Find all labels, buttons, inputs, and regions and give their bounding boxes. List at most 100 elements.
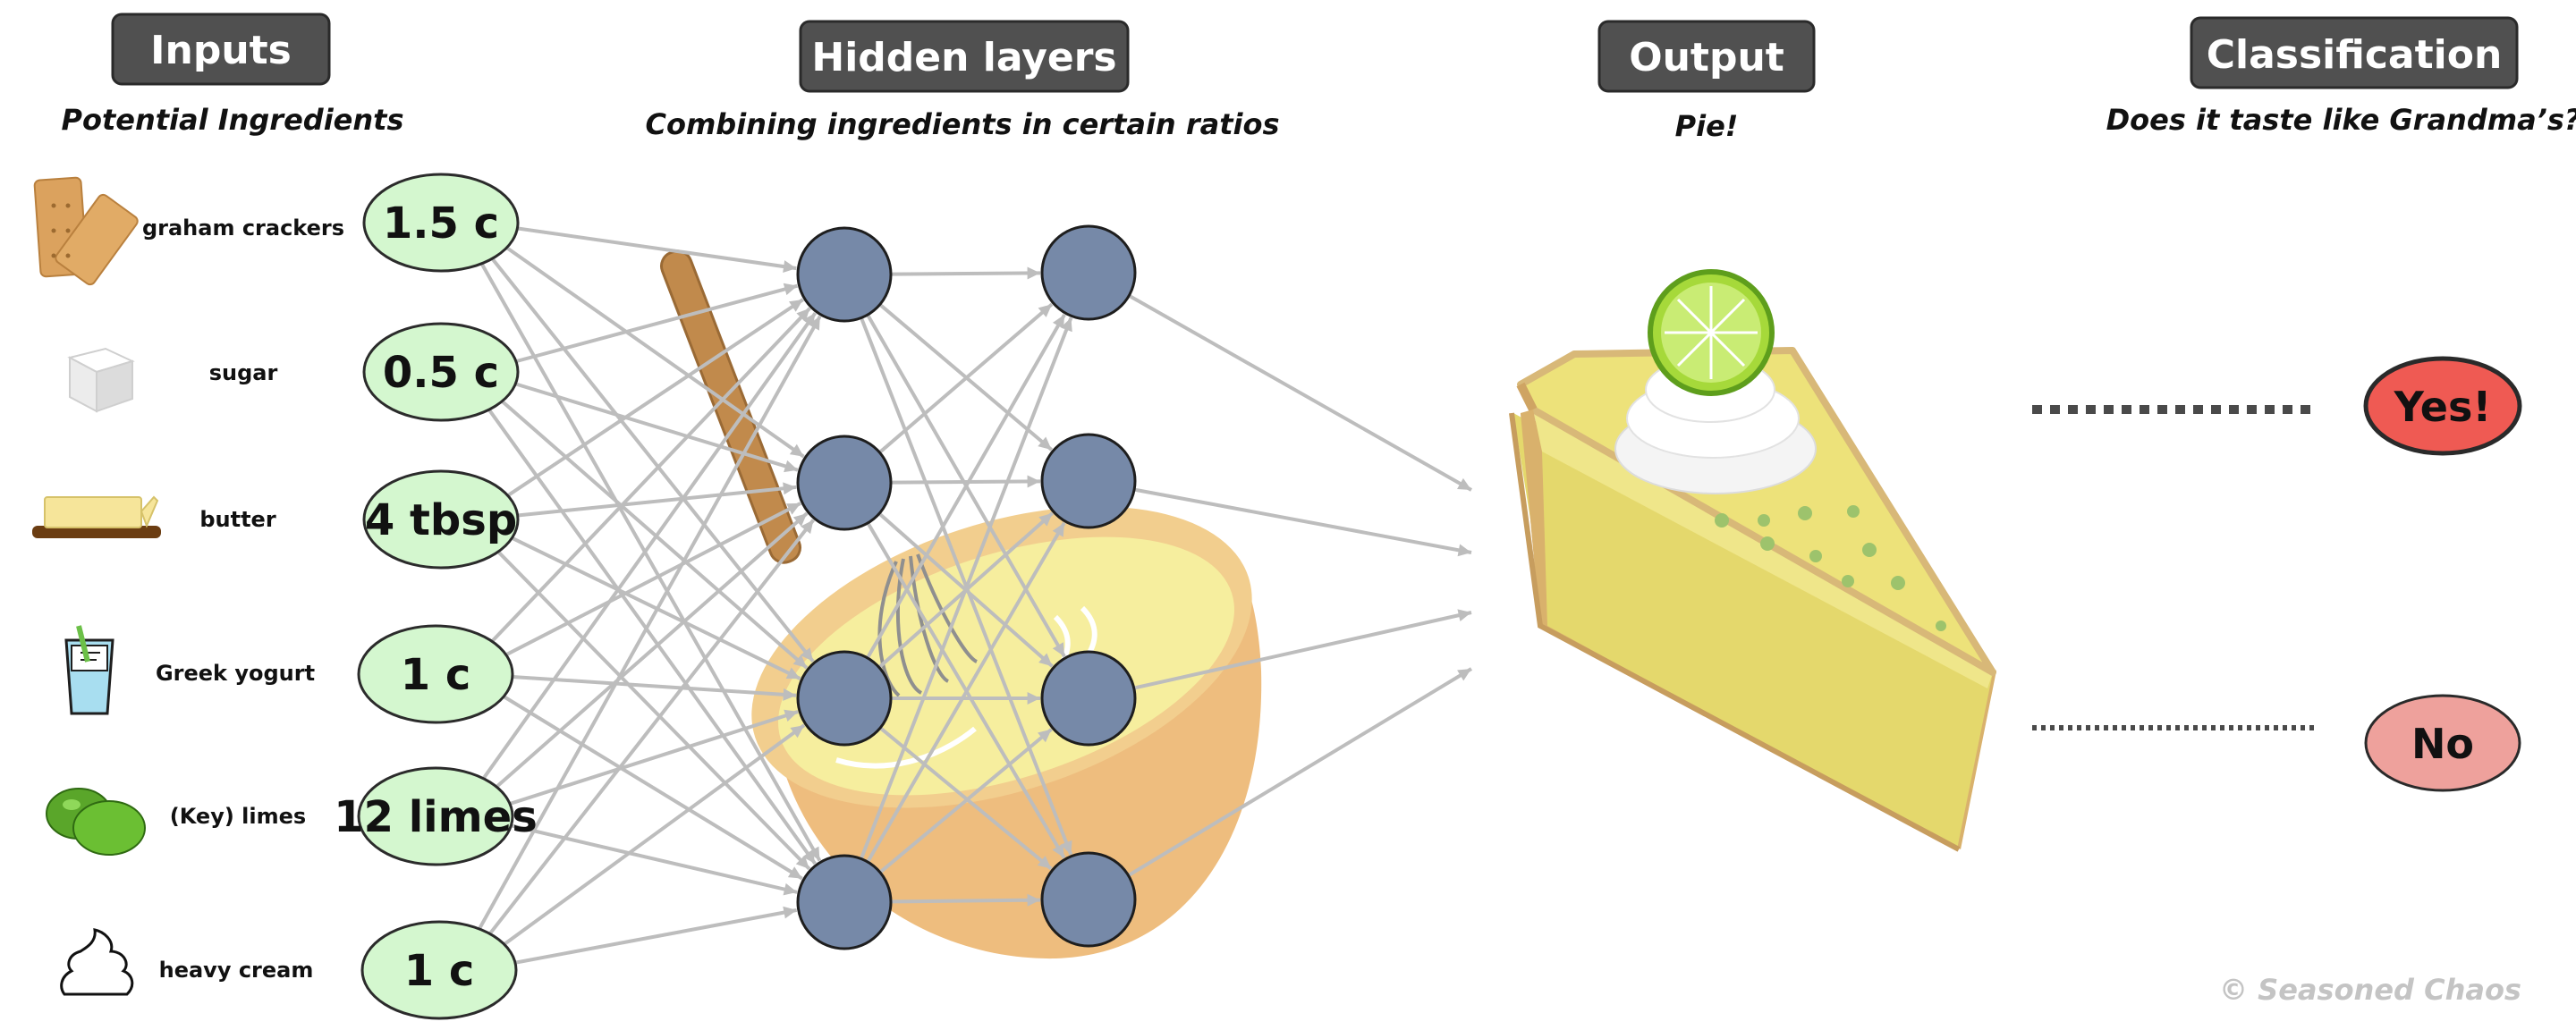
edge-hidden-hidden bbox=[878, 302, 1054, 454]
edge-arrowhead bbox=[802, 849, 816, 865]
header-hidden-layers-label: Hidden layers bbox=[811, 35, 1116, 80]
hidden-node bbox=[1040, 650, 1137, 747]
whipped-cream-icon bbox=[60, 928, 134, 996]
ingredient-row-key-limes: (Key) limes 12 limes bbox=[170, 766, 538, 866]
ingredient-row-butter: butter 4 tbsp bbox=[199, 469, 520, 570]
hidden-node bbox=[1040, 851, 1137, 948]
header-classification: Classification bbox=[2190, 16, 2519, 89]
header-output-label: Output bbox=[1629, 35, 1784, 80]
edge-input-hidden bbox=[515, 283, 799, 364]
input-node bbox=[362, 322, 520, 422]
edge-input-hidden bbox=[504, 502, 802, 657]
hidden-node bbox=[796, 226, 893, 323]
classification-no-label: No bbox=[2411, 720, 2474, 768]
input-quantity: 0.5 c bbox=[383, 348, 499, 398]
header-classification-label: Classification bbox=[2207, 32, 2503, 78]
subtitle-output: Pie! bbox=[1675, 109, 1739, 143]
input-node bbox=[357, 624, 514, 724]
edge-input-hidden bbox=[494, 511, 809, 789]
ingredient-label: sugar bbox=[209, 360, 278, 385]
edge-hidden-hidden bbox=[890, 479, 1041, 485]
edge-arrowhead bbox=[792, 513, 808, 527]
edge-arrowhead bbox=[1060, 317, 1072, 333]
edge-arrowhead bbox=[1027, 475, 1041, 488]
hidden-node bbox=[796, 435, 893, 531]
edge-hidden-output bbox=[1128, 293, 1472, 492]
edge-arrowhead bbox=[1027, 893, 1041, 907]
edge-arrowhead bbox=[790, 725, 805, 739]
classification-no: No bbox=[2364, 694, 2521, 792]
edge-arrowhead bbox=[808, 846, 820, 861]
edge-arrowhead bbox=[788, 300, 803, 312]
edge-arrowhead bbox=[784, 460, 798, 473]
edge-arrowhead bbox=[1457, 544, 1471, 557]
classification-yes: Yes! bbox=[2363, 356, 2522, 456]
edge-arrowhead bbox=[792, 654, 808, 669]
edge-arrowhead bbox=[787, 866, 802, 879]
edge-input-hidden bbox=[499, 398, 809, 670]
edge-arrowhead bbox=[785, 667, 801, 680]
edge-arrowhead bbox=[1038, 436, 1052, 451]
subtitle-hidden-layers: Combining ingredients in certain ratios bbox=[645, 107, 1279, 141]
edge-arrowhead bbox=[783, 906, 797, 919]
copyright-watermark: © Seasoned Chaos bbox=[2219, 973, 2521, 1007]
butter-icon bbox=[32, 495, 161, 538]
edge-input-hidden bbox=[514, 908, 798, 965]
input-quantity: 4 tbsp bbox=[365, 495, 517, 545]
edge-arrowhead bbox=[1052, 314, 1065, 329]
header-inputs-label: Inputs bbox=[150, 28, 292, 73]
edge-hidden-output bbox=[1133, 487, 1472, 554]
edge-arrowhead bbox=[1052, 522, 1064, 537]
edge-input-hidden bbox=[505, 298, 804, 498]
edge-arrowhead bbox=[1038, 304, 1053, 317]
hidden-layer-1 bbox=[796, 226, 893, 950]
edge-arrowhead bbox=[783, 283, 798, 296]
edge-hidden-hidden bbox=[866, 521, 1066, 864]
edge-arrowhead bbox=[795, 855, 809, 869]
edge-input-hidden bbox=[514, 382, 799, 472]
input-node bbox=[357, 766, 514, 866]
subtitle-inputs: Potential Ingredients bbox=[62, 103, 404, 137]
edge-input-hidden bbox=[510, 823, 798, 894]
ingredient-row-graham-crackers: graham crackers 1.5 c bbox=[142, 173, 520, 273]
ingredient-row-heavy-cream: heavy cream 1 c bbox=[159, 920, 518, 1020]
edge-arrowhead bbox=[786, 502, 801, 515]
edge-input-hidden bbox=[512, 674, 797, 697]
edge-arrowhead bbox=[800, 647, 814, 662]
edge-arrowhead bbox=[1052, 843, 1064, 858]
edge-hidden-hidden bbox=[859, 317, 1073, 860]
edge-hidden-output bbox=[1127, 667, 1473, 877]
edge-arrowhead bbox=[783, 482, 797, 495]
edge-arrowhead bbox=[1052, 642, 1065, 657]
input-quantity: 1 c bbox=[401, 650, 471, 700]
input-quantity: 1.5 c bbox=[383, 198, 499, 249]
edge-arrowhead bbox=[1037, 856, 1052, 869]
hidden-node bbox=[1040, 224, 1137, 321]
edge-arrowhead bbox=[1457, 477, 1471, 490]
edge-input-hidden bbox=[517, 485, 797, 518]
edge-arrowhead bbox=[784, 709, 799, 722]
hidden-node bbox=[796, 854, 893, 950]
edge-input-hidden bbox=[489, 255, 815, 663]
edge-input-hidden bbox=[502, 723, 806, 947]
edge-input-hidden bbox=[479, 260, 822, 862]
ingredient-label: graham crackers bbox=[142, 215, 344, 241]
edge-arrowhead bbox=[1027, 692, 1040, 705]
graham-cracker-icon bbox=[33, 176, 139, 286]
edge-input-hidden bbox=[502, 694, 803, 881]
edge-arrowhead bbox=[1038, 653, 1053, 667]
input-quantity: 12 limes bbox=[334, 792, 538, 842]
limes-icon bbox=[46, 788, 146, 856]
header-hidden-layers: Hidden layers bbox=[799, 20, 1130, 93]
header-output: Output bbox=[1597, 20, 1816, 93]
edge-arrowhead bbox=[783, 260, 797, 273]
ingredient-label: butter bbox=[199, 507, 275, 532]
edge-input-hidden bbox=[495, 549, 811, 871]
classification-yes-label: Yes! bbox=[2394, 383, 2492, 431]
edge-hidden-output bbox=[1133, 611, 1472, 690]
header-inputs: Inputs bbox=[111, 13, 331, 86]
ingredient-label: Greek yogurt bbox=[156, 661, 315, 686]
edge-hidden-hidden bbox=[878, 728, 1053, 874]
yogurt-cup-icon bbox=[64, 625, 114, 715]
